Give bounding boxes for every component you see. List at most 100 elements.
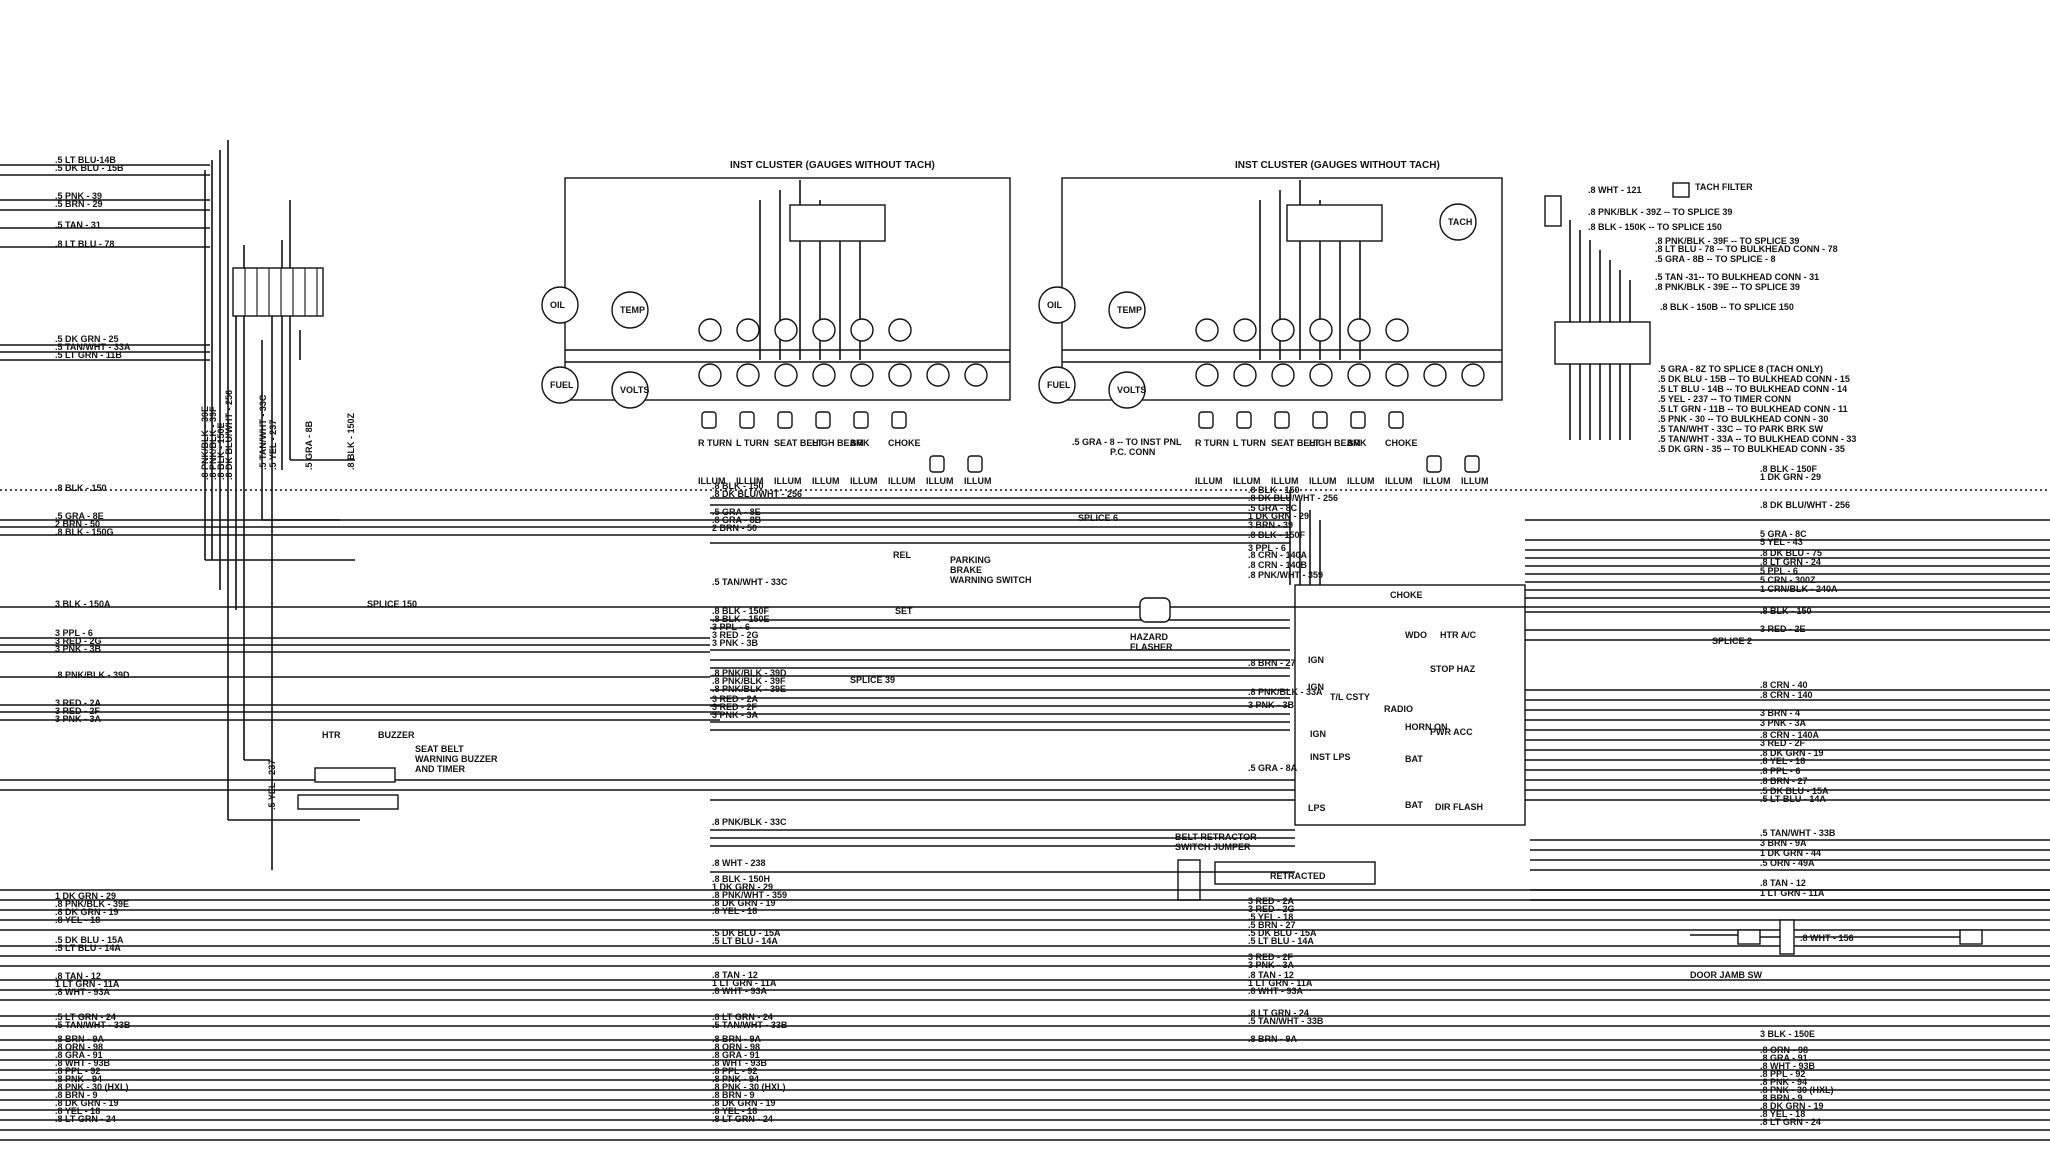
illum-label: ILLUM (926, 476, 954, 486)
right-label-r18: .8 CRN - 140A (1760, 730, 1820, 740)
mid-label-m21: 3 RED - 2F (1248, 952, 1294, 962)
left-label-blk-150a: 3 BLK - 150A (55, 599, 111, 609)
vertical-label-v1: .8 PNK/BLK - 39E (200, 406, 210, 480)
mid-label-m9: .8 CRN - 140B (1248, 560, 1308, 570)
center-label-c30: .8 LT GRN - 24 (712, 1012, 773, 1022)
bulb-socket (1312, 411, 1328, 429)
gauge-temp (1108, 291, 1146, 329)
center-label-c7: .8 BLK - 150F (712, 606, 770, 616)
fuse-label-t-l-csty: T/L CSTY (1330, 692, 1370, 702)
left-label-dk-blu-15a: .5 DK BLU - 15A (55, 935, 124, 945)
mid-label-m25: .8 WHT - 93A (1248, 986, 1304, 996)
left-label-ppl-6: 3 PPL - 6 (55, 628, 93, 638)
indicator-label: BRK (1347, 438, 1367, 448)
illum-label: ILLUM (812, 476, 840, 486)
center-label-c3: .5 GRA - 8E (712, 507, 761, 517)
illum-label: ILLUM (1423, 476, 1451, 486)
right-label-r7: .8 LT GRN - 24 (1760, 557, 1821, 567)
indicator-label: SEAT BELT (774, 438, 823, 448)
left-label-pnk-blk-39e: .8 PNK/BLK - 39E (55, 899, 129, 909)
cluster-connector (789, 204, 886, 242)
gauge-oil (541, 286, 579, 324)
illum-label: ILLUM (850, 476, 878, 486)
gauge-label-oil: OIL (550, 300, 566, 310)
mid-label-m15: 3 RED - 2A (1248, 896, 1295, 906)
right-label-r19: .8 DK GRN - 19 (1760, 748, 1824, 758)
fuse-label-choke: CHOKE (1390, 590, 1423, 600)
hazard-flasher (1139, 597, 1171, 623)
gauge-label-oil: OIL (1047, 300, 1063, 310)
center-label-c11: 3 PNK - 3B (712, 638, 759, 648)
left-label-wht-93a: .8 WHT - 93A (55, 987, 111, 997)
left-label-orn-98: .8 ORN - 98 (55, 1042, 103, 1052)
center-label-c41: .8 YEL - 18 (712, 1106, 757, 1116)
left-label-brn-50: 2 BRN - 50 (55, 519, 100, 529)
left-label-lt-blu-78: .8 LT BLU - 78 (55, 239, 114, 249)
left-wire-labels: .5 LT BLU-14B.5 DK BLU - 15B.5 PNK - 39.… (55, 155, 131, 1124)
left-label-tan-wht-33b: .5 TAN/WHT - 33B (55, 1020, 131, 1030)
illum-label: ILLUM (964, 476, 992, 486)
illum-bulb (1347, 363, 1371, 387)
right-label-r30: 1 LT GRN - 11A (1760, 888, 1825, 898)
right-label-r26: 3 BRN - 9A (1760, 838, 1807, 848)
top-right-label-t12: .5 DK BLU - 15B -- TO BULKHEAD CONN - 15 (1658, 374, 1850, 384)
bulb-socket (1274, 411, 1290, 429)
indicator-label: BRK (850, 438, 870, 448)
center-label-c6: .5 TAN/WHT - 33C (712, 577, 788, 587)
gauge-label-fuel: FUEL (1047, 380, 1071, 390)
center-wire-labels: .8 BLK - 150.8 DK BLU/WHT - 256.5 GRA - … (712, 481, 802, 1124)
mid-label-m5: 3 BRN - 39 (1248, 520, 1293, 530)
left-label-wht-93b: .8 WHT - 93B (55, 1058, 111, 1068)
belt-retractor-label-1: BELT RETRACTOR (1175, 832, 1257, 842)
fuse-label-radio: RADIO (1384, 704, 1413, 714)
bulb-socket (853, 411, 869, 429)
illum-bulb (888, 363, 912, 387)
cluster-connector (1286, 204, 1383, 242)
left-label-pnk-94: .8 PNK - 94 (55, 1074, 102, 1084)
center-label-c31: .5 TAN/WHT - 33B (712, 1020, 788, 1030)
mid-label-m8: .8 CRN - 140A (1248, 550, 1308, 560)
indicator-bulb (698, 318, 722, 342)
left-label-lt-blu-14b: .5 LT BLU-14B (55, 155, 116, 165)
fuse-label-lps: LPS (1308, 803, 1326, 813)
left-label-brn-29: .5 BRN - 29 (55, 199, 103, 209)
left-label-blk-150g: .8 BLK - 150G (55, 527, 114, 537)
top-right-label-t13: .5 LT BLU - 14B -- TO BULKHEAD CONN - 14 (1658, 384, 1847, 394)
center-label-c19: .8 WHT - 238 (712, 858, 766, 868)
center-label-c4: .8 GRA - 8B (712, 515, 762, 525)
center-label-c38: .8 PNK - 30 (HXL) (712, 1082, 786, 1092)
indicator-label: HIGH BEAM (812, 438, 864, 448)
mid-wire-labels: .8 BLK - 150.8 DK BLU/WHT - 256.5 GRA - … (1248, 485, 1338, 1044)
indicator-bulb (1385, 318, 1409, 342)
splice-39-label: SPLICE 39 (850, 675, 895, 685)
indicator-bulb (1271, 318, 1295, 342)
mid-label-m7: 3 PPL - 6 (1248, 543, 1286, 553)
top-right-label-t16: .5 PNK - 30 -- TO BULKHEAD CONN - 30 (1658, 414, 1828, 424)
bulb-socket (891, 411, 907, 429)
illum-label: ILLUM (888, 476, 916, 486)
left-label-pnk-blk-39d: .8 PNK/BLK - 39D (55, 670, 130, 680)
bulb-socket (1350, 411, 1366, 429)
right-label-r13: .8 CRN - 40 (1760, 680, 1808, 690)
illum-label: ILLUM (1309, 476, 1337, 486)
gauge-label-tach: TACH (1448, 217, 1472, 227)
mid-label-m4: 1 DK GRN - 29 (1248, 511, 1309, 521)
center-label-c8: .8 BLK - 150E (712, 614, 770, 624)
indicator-label: CHOKE (888, 438, 921, 448)
right-label-r31: 3 BLK - 150E (1760, 1029, 1815, 1039)
mid-label-m14: .5 GRA - 8A (1248, 763, 1298, 773)
right-label-r6: .8 DK BLU - 75 (1760, 548, 1822, 558)
fuse-label-horn-on: HORN ON (1405, 722, 1448, 732)
bulb-socket (1198, 411, 1214, 429)
mid-label-m2: .8 DK BLU/WHT - 256 (1248, 493, 1338, 503)
bulb-socket (701, 411, 717, 429)
left-label-brn-9: .8 BRN - 9 (55, 1090, 98, 1100)
illum-bulb (926, 363, 950, 387)
right-label-r41: .8 LT GRN - 24 (1760, 1117, 1821, 1127)
indicator-label: HIGH BEAM (1309, 438, 1361, 448)
bulb-socket (1388, 411, 1404, 429)
bulb-socket (1464, 455, 1480, 473)
